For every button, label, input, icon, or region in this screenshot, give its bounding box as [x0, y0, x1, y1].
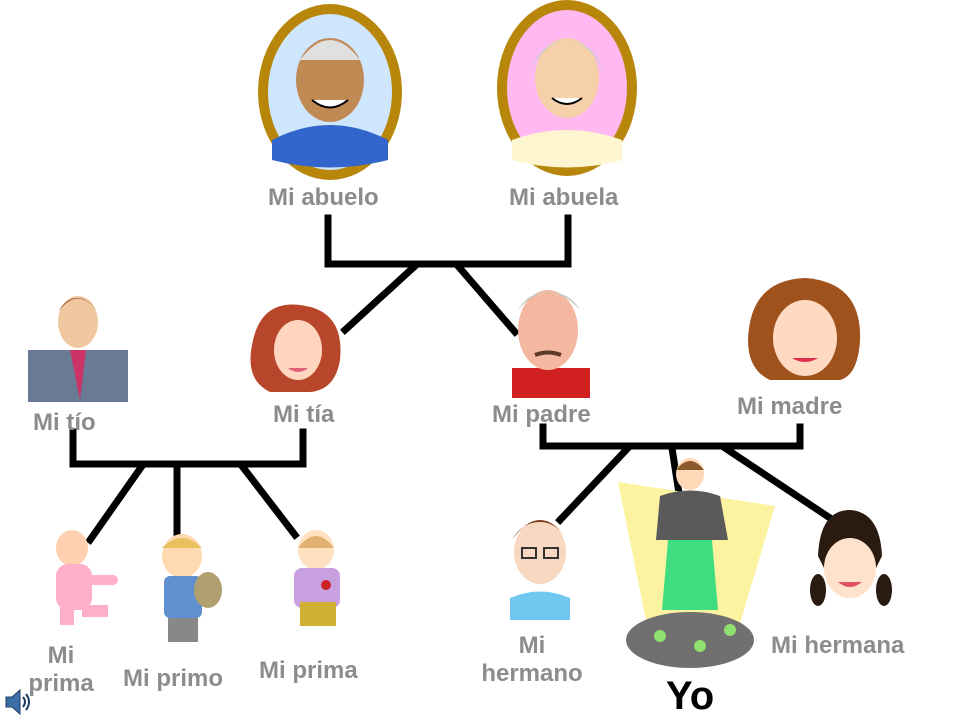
tio-picture [28, 296, 128, 402]
label-prima-baby-line1: Mi [47, 642, 75, 669]
label-abuelo: Mi abuelo [268, 184, 379, 211]
label-abuela: Mi abuela [509, 184, 619, 211]
label-hermano: Mi hermano [474, 632, 590, 688]
label-tia: Mi tía [273, 401, 335, 428]
label-prima-baby-line2: prima [28, 670, 94, 697]
label-hermano-line1: Mi [518, 632, 546, 659]
label-madre: Mi madre [737, 393, 843, 420]
speaker-icon[interactable] [4, 688, 34, 716]
prima-picture [294, 530, 340, 626]
tia-picture [250, 304, 341, 392]
label-tio: Mi tío [33, 409, 96, 436]
label-primo: Mi primo [123, 665, 223, 692]
hermano-picture [510, 520, 570, 620]
label-padre: Mi padre [492, 401, 591, 428]
label-prima-baby: Mi prima [22, 642, 100, 698]
prima-baby-picture [56, 530, 118, 625]
label-prima: Mi prima [259, 657, 358, 684]
padre-picture [512, 290, 590, 398]
abuelo-portrait [258, 4, 402, 180]
madre-picture [748, 278, 861, 380]
grandparents-connector [324, 214, 572, 337]
abuela-portrait [497, 0, 637, 176]
aunt-uncle-connector [69, 428, 307, 545]
label-yo: Yo [666, 674, 715, 718]
label-hermana: Mi hermana [771, 632, 905, 659]
primo-picture [162, 534, 222, 642]
yo-picture [618, 458, 775, 668]
hermana-picture [810, 510, 892, 606]
label-hermano-line2: hermano [481, 660, 583, 687]
